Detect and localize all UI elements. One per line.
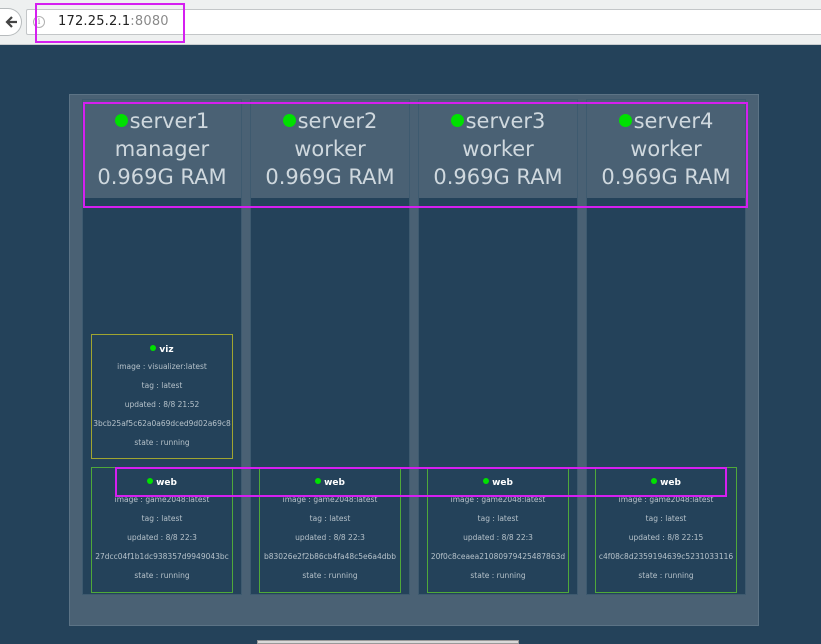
task-tag: tag : latest [141, 514, 183, 523]
status-dot-icon [450, 114, 464, 127]
status-dot-icon [114, 114, 128, 127]
task-image: image : game2048:latest [450, 495, 546, 504]
node-name: server3 [419, 107, 577, 135]
task-image: image : game2048:latest [114, 495, 210, 504]
address-bar[interactable]: i 172.25.2.1:8080 [26, 9, 821, 35]
task-updated: updated : 8/8 22:3 [295, 533, 365, 542]
node-ram: 0.969G RAM [97, 165, 227, 189]
browser-toolbar: i 172.25.2.1:8080 [0, 0, 821, 45]
task-updated: updated : 8/8 22:3 [127, 533, 197, 542]
status-dot-icon [147, 478, 154, 484]
node-header: server1 manager 0.969G RAM [83, 100, 241, 198]
task-tag: tag : latest [309, 514, 351, 523]
node-ram: 0.969G RAM [433, 165, 563, 189]
status-dot-icon [651, 478, 658, 484]
task-name: web [428, 476, 568, 490]
back-button[interactable] [0, 8, 22, 36]
info-icon[interactable]: i [33, 16, 45, 28]
nodes-highlight-box [83, 102, 748, 208]
node-name: server2 [251, 107, 409, 135]
status-dot-icon [150, 345, 157, 351]
arrow-left-icon [4, 16, 17, 28]
node-ram: 0.969G RAM [601, 165, 731, 189]
web-tasks-highlight-box [115, 467, 727, 497]
task-id: c4f08c8d2359194639c5231033116 [598, 552, 734, 561]
node-role: worker [294, 137, 366, 161]
task-id: b83026e2f2b86cb4fa48c5e6a4dbb [263, 552, 397, 561]
task-id: 27dcc04f1b1dc938357d9949043bc [95, 552, 229, 561]
node-header: server2 worker 0.969G RAM [251, 100, 409, 198]
node-role: manager [114, 137, 210, 161]
task-card-web[interactable]: web image : game2048:latest tag : latest… [427, 467, 569, 593]
task-name: web [260, 476, 400, 490]
task-tag: tag : latest [141, 381, 183, 390]
task-image: image : visualizer:latest [117, 362, 207, 371]
task-state: state : running [638, 571, 694, 580]
task-tag: tag : latest [477, 514, 519, 523]
url-highlight-box [35, 3, 185, 43]
node-name: server4 [587, 107, 745, 135]
task-updated: updated : 8/8 22:3 [463, 533, 533, 542]
status-dot-icon [282, 114, 296, 127]
task-updated: updated : 8/8 22:15 [628, 533, 704, 542]
task-id: 20f0c8ceaea21080979425487863d [430, 552, 566, 561]
url-host: 172.25.2.1 [58, 14, 131, 29]
node-ram: 0.969G RAM [265, 165, 395, 189]
horizontal-scrollbar[interactable] [257, 640, 519, 644]
node-name: server1 [83, 107, 241, 135]
url-port: :8080 [130, 14, 169, 29]
task-id: 3bcb25af5c62a0a69dced9d02a69c8 [93, 419, 231, 428]
task-updated: updated : 8/8 21:52 [124, 400, 200, 409]
task-image: image : game2048:latest [282, 495, 378, 504]
task-image: image : game2048:latest [618, 495, 714, 504]
status-dot-icon [483, 478, 490, 484]
task-name: viz [92, 343, 232, 357]
task-card-web[interactable]: web image : game2048:latest tag : latest… [595, 467, 737, 593]
task-name: web [92, 476, 232, 490]
url-text[interactable]: 172.25.2.1:8080 [58, 14, 169, 29]
status-dot-icon [315, 478, 322, 484]
task-card-viz[interactable]: viz image : visualizer:latest tag : late… [91, 334, 233, 459]
node-header: server4 worker 0.969G RAM [587, 100, 745, 198]
node-role: worker [462, 137, 534, 161]
node-header: server3 worker 0.969G RAM [419, 100, 577, 198]
task-state: state : running [134, 571, 190, 580]
task-state: state : running [302, 571, 358, 580]
status-dot-icon [618, 114, 632, 127]
task-name: web [596, 476, 736, 490]
node-role: worker [630, 137, 702, 161]
task-state: state : running [134, 438, 190, 447]
task-state: state : running [470, 571, 526, 580]
task-tag: tag : latest [645, 514, 687, 523]
task-card-web[interactable]: web image : game2048:latest tag : latest… [91, 467, 233, 593]
